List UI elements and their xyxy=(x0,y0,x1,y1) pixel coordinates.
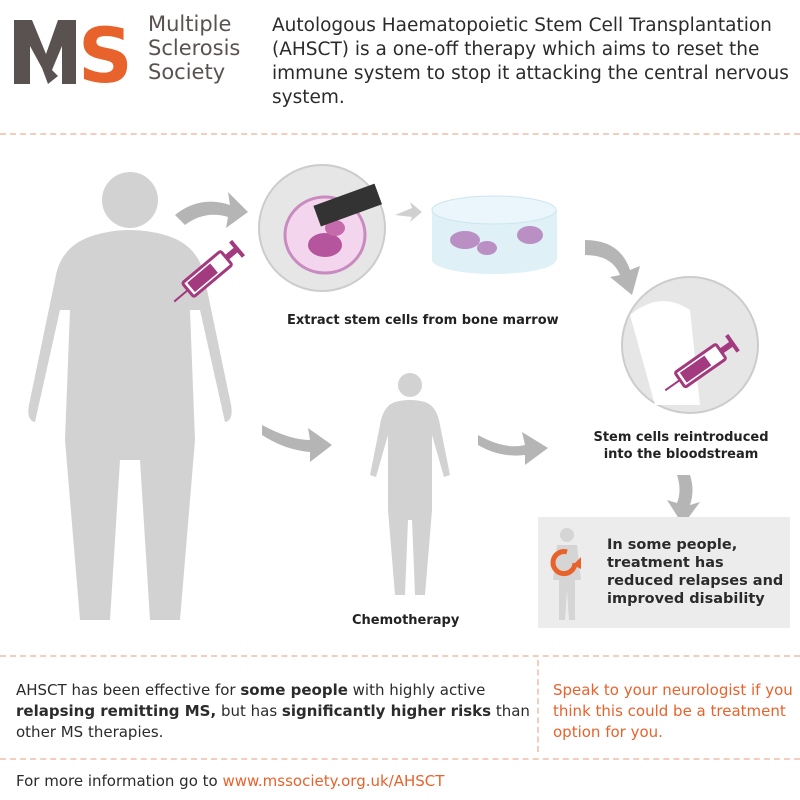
step-chemo-label: Chemotherapy xyxy=(352,613,460,628)
outcome-text: In some people, treatment has reduced re… xyxy=(607,536,783,608)
outcome-line: treatment has xyxy=(607,555,724,571)
label-line: into the bloodstream xyxy=(603,447,759,462)
ms-logo: S xyxy=(14,18,133,86)
outcome-line: improved disability xyxy=(607,591,765,607)
headline: Autologous Haematopoietic Stem Cell Tran… xyxy=(272,15,789,108)
emphasis: significantly higher risks xyxy=(281,702,492,720)
arrow-icon xyxy=(262,425,332,462)
logo-line: Multiple xyxy=(148,12,232,36)
process-illustration xyxy=(28,164,759,620)
text: AHSCT has been effective for xyxy=(16,681,241,699)
arrow-icon xyxy=(478,432,548,465)
more-info-link[interactable]: www.mssociety.org.uk/AHSCT xyxy=(222,772,445,790)
logo-text: Multiple Sclerosis Society xyxy=(148,12,240,84)
arrow-icon xyxy=(667,475,700,525)
outcome-figure-icon xyxy=(550,528,581,620)
logo-line: Society xyxy=(148,60,226,84)
emphasis: some people xyxy=(240,681,348,699)
syringe-icon xyxy=(173,239,245,303)
petri-dish-icon xyxy=(431,195,557,274)
arrow-icon xyxy=(585,240,640,295)
syringe-icon xyxy=(664,333,740,392)
text: but has xyxy=(216,702,282,720)
step-reintroduce-label: Stem cells reintroduced into the bloodst… xyxy=(586,429,776,463)
arrow-icon xyxy=(395,202,422,222)
step-extract-label: Extract stem cells from bone marrow xyxy=(287,313,559,328)
arrow-icon xyxy=(175,192,248,228)
label-line: Stem cells reintroduced xyxy=(593,430,769,445)
footer: For more information go to www.mssociety… xyxy=(16,772,444,790)
needle-icon xyxy=(313,183,382,227)
advice-text: Speak to your neurologist if you think t… xyxy=(553,681,793,741)
footer-text: For more information go to xyxy=(16,772,223,790)
text: with highly active xyxy=(347,681,486,699)
emphasis: relapsing remitting MS, xyxy=(16,702,217,720)
svg-text:S: S xyxy=(78,18,133,86)
outcome-line: In some people, xyxy=(607,537,738,553)
divider xyxy=(0,133,800,135)
text: than other MS therapies. xyxy=(16,702,530,741)
divider xyxy=(0,655,800,657)
summary-text: AHSCT has been effective for some people… xyxy=(16,680,536,743)
vertical-divider xyxy=(537,660,539,752)
large-body-figure xyxy=(28,172,232,620)
small-body-figure xyxy=(370,373,450,595)
outcome-line: reduced relapses and xyxy=(607,573,784,589)
refresh-icon xyxy=(550,549,578,577)
divider xyxy=(0,758,800,760)
logo-line: Sclerosis xyxy=(148,36,241,60)
